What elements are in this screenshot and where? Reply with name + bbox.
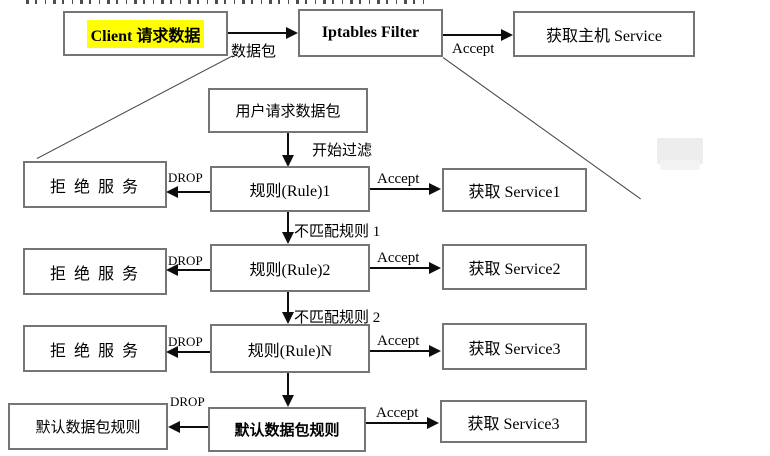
default-rule-left-label: 默认数据包规则 (35, 420, 141, 436)
user-request-label: 用户请求数据包 (235, 104, 341, 120)
rule1-label: 规则(Rule)1 (249, 183, 331, 200)
arrow-rule2-accept (370, 267, 432, 269)
expansion-line-left (36, 55, 233, 160)
edge-label-accept2: Accept (377, 250, 420, 266)
smudge-artifact (657, 138, 703, 164)
node-rule2: 规则(Rule)2 (210, 244, 370, 292)
reject-service-label: 拒 绝 服 务 (49, 178, 140, 196)
arrowhead-iptables-to-host (501, 29, 513, 41)
node-reject-service-1: 拒 绝 服 务 (23, 161, 167, 208)
arrowhead-ruleN-drop (166, 346, 178, 358)
arrowhead-rule2-accept (429, 262, 441, 274)
arrowhead-default-drop (168, 421, 180, 433)
arrowhead-client-to-iptables (286, 27, 298, 39)
ruleN-label: 规则(Rule)N (247, 342, 333, 360)
node-service1: 获取 Service1 (442, 168, 587, 212)
arrow-rule1-drop (177, 191, 210, 193)
edge-label-drop4: DROP (170, 394, 205, 409)
iptables-filter-label: Iptables Filter (321, 24, 420, 41)
edge-label-drop1: DROP (168, 170, 203, 185)
node-default-rule-left: 默认数据包规则 (8, 403, 168, 450)
edge-label-accept-top: Accept (452, 41, 495, 57)
service3-label: 获取 Service3 (468, 340, 561, 358)
arrowhead-rule1-accept (429, 183, 441, 195)
arrowhead-ruleN-accept (429, 345, 441, 357)
arrow-rule2-drop (177, 269, 210, 271)
node-service3: 获取 Service3 (442, 323, 587, 370)
edge-label-start-filter: 开始过滤 (312, 143, 373, 159)
node-host-service: 获取主机 Service (513, 11, 695, 57)
node-reject-service-2: 拒 绝 服 务 (23, 248, 167, 295)
edge-label-drop2: DROP (168, 253, 203, 268)
node-default-rule: 默认数据包规则 (208, 407, 366, 452)
node-reject-service-3: 拒 绝 服 务 (23, 325, 167, 372)
arrow-rule1-to-rule2 (287, 212, 289, 233)
arrowhead-rule2-to-ruleN (282, 312, 294, 324)
reject-service-label: 拒 绝 服 务 (49, 342, 140, 360)
edge-label-accept1: Accept (377, 171, 420, 187)
edge-label-packet: 数据包 (231, 44, 277, 60)
arrow-ruleN-accept (370, 350, 432, 352)
reject-service-label: 拒 绝 服 务 (49, 265, 140, 283)
node-service4: 获取 Service3 (440, 400, 587, 443)
edge-label-accept4: Accept (376, 405, 419, 421)
edge-label-mismatch2: 不匹配规则 2 (294, 310, 381, 326)
arrow-default-accept (366, 422, 428, 424)
rule2-label: 规则(Rule)2 (249, 262, 331, 279)
service2-label: 获取 Service2 (468, 261, 561, 278)
arrowhead-default-accept (427, 417, 439, 429)
host-service-label: 获取主机 Service (546, 28, 662, 45)
client-request-label: Client 请求数据 (86, 19, 205, 48)
smudge-artifact (660, 160, 700, 170)
arrow-rule1-accept (370, 188, 432, 190)
arrow-ruleN-drop (177, 351, 210, 353)
arrow-rule2-to-ruleN (287, 292, 289, 313)
node-rule1: 规则(Rule)1 (210, 166, 370, 212)
arrowhead-user-to-rule1 (282, 155, 294, 167)
node-client-request: Client 请求数据 (63, 11, 228, 56)
node-ruleN: 规则(Rule)N (210, 324, 370, 373)
cropped-text-fragment (26, 0, 426, 4)
arrowhead-rule2-drop (166, 264, 178, 276)
arrow-user-to-rule1 (287, 133, 289, 156)
arrowhead-rule1-drop (166, 186, 178, 198)
service1-label: 获取 Service1 (468, 184, 561, 201)
arrow-iptables-to-host (443, 34, 503, 36)
arrowhead-ruleN-to-default (282, 395, 294, 407)
service4-label: 获取 Service3 (467, 415, 560, 433)
arrowhead-rule1-to-rule2 (282, 232, 294, 244)
default-rule-label: 默认数据包规则 (234, 423, 340, 439)
arrow-default-drop (179, 426, 208, 428)
edge-label-mismatch1: 不匹配规则 1 (294, 224, 381, 240)
arrow-ruleN-to-default (287, 373, 289, 396)
edge-label-accept3: Accept (377, 333, 420, 349)
node-user-request: 用户请求数据包 (208, 88, 368, 133)
arrow-client-to-iptables (228, 32, 289, 34)
edge-label-drop3: DROP (168, 334, 203, 349)
node-iptables-filter: Iptables Filter (298, 9, 443, 57)
node-service2: 获取 Service2 (442, 244, 587, 290)
